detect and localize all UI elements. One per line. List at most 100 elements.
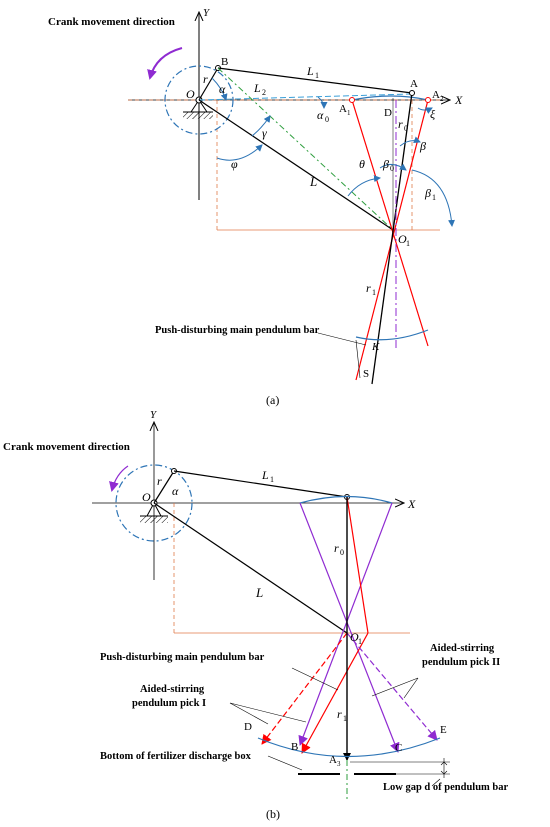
a-label-alpha0-sub: 0 <box>325 115 329 124</box>
a-label-phi: φ <box>231 157 238 171</box>
b-label-c: C <box>395 742 402 754</box>
a-angle-xi-arc <box>417 107 433 114</box>
a-label-r1: r <box>366 281 371 295</box>
a-label-l2: L <box>253 81 261 95</box>
a-angle-beta0-arc <box>379 163 407 171</box>
b-label-d: D <box>244 721 252 733</box>
b-label-r: r <box>157 474 162 488</box>
a-label-alpha: α <box>219 82 226 96</box>
a-callout-leader <box>317 332 367 346</box>
b-callout-main-leader <box>291 667 339 691</box>
a-label-l: L <box>309 174 317 189</box>
a-label-r1-sub: 1 <box>372 288 376 297</box>
b-label-r1-sub: 1 <box>343 714 347 723</box>
b-label-a3-sub: 3 <box>337 760 341 768</box>
b-label-e: E <box>440 724 447 736</box>
a-label-beta1: β <box>424 186 431 200</box>
a-label-l1: L <box>306 64 314 78</box>
b-ground-hatch <box>140 516 168 523</box>
a-ground-hatch <box>183 112 213 119</box>
b-bottom-arc <box>257 737 441 758</box>
b-label-r1: r <box>337 707 342 721</box>
b-gap-arrow-heads <box>440 761 448 775</box>
b-callout-pick1-line1: Aided-stirring <box>140 684 205 695</box>
a-label-d: D <box>384 107 392 119</box>
a-joint-a2 <box>425 97 431 103</box>
a-link-l2 <box>198 93 413 101</box>
a-label-o1-sub: 1 <box>406 239 410 248</box>
a-label-beta: β <box>419 139 426 153</box>
a-angle-gamma-arc <box>251 115 271 137</box>
b-callout-gap: Low gap d of pendulum bar <box>383 782 508 793</box>
b-label-l1-sub: 1 <box>270 475 274 484</box>
a-crank-circle <box>164 65 234 135</box>
b-label-b: B <box>291 741 298 753</box>
a-label-r: r <box>203 72 208 86</box>
a-label-k: K <box>371 341 380 353</box>
b-crank-r <box>153 470 175 504</box>
b-callout-gap-leader <box>431 778 441 787</box>
b-callout-pick1-line2: pendulum pick I <box>132 698 206 709</box>
a-angle-theta-arc <box>347 175 381 197</box>
a-label-s: S <box>363 368 369 380</box>
a-crank-rotation-arrow <box>147 47 183 80</box>
a-angle-beta1-arc <box>411 169 455 227</box>
a-link-l <box>198 99 394 231</box>
b-title: Crank movement direction <box>3 441 130 453</box>
b-callout-bottom-leader <box>267 755 303 771</box>
b-caption: (b) <box>266 807 280 821</box>
b-label-l1: L <box>261 468 269 482</box>
b-callout-main-bar: Push-disturbing main pendulum bar <box>100 652 265 663</box>
b-callout-pick1-leader-a <box>229 702 269 725</box>
b-callout-pick2-leader-b <box>403 677 419 699</box>
b-callout-pick2-leader-a <box>371 677 419 697</box>
a-label-alpha0: α <box>317 108 324 122</box>
b-callout-pick1-leader-b <box>229 702 307 723</box>
b-label-l: L <box>255 585 263 600</box>
b-purple-line-right <box>298 502 393 746</box>
b-label-o: O <box>142 490 151 504</box>
a-joint-a1 <box>349 97 355 103</box>
b-label-a3: A <box>329 754 337 766</box>
a-main-pendulum-bar <box>371 92 413 385</box>
a-label-a1: A <box>339 103 347 115</box>
panel-a: Crank movement direction Y X O B r α L 1… <box>48 7 463 407</box>
b-callout-pick2-line1: Aided-stirring <box>430 643 495 654</box>
a-label-a1-sub: 1 <box>347 109 351 117</box>
a-label-o: O <box>186 87 195 101</box>
b-label-o1-sub: 1 <box>358 637 362 646</box>
b-callout-bottom: Bottom of fertilizer discharge box <box>100 751 252 762</box>
b-red-line-top <box>346 496 369 634</box>
a-crank-r <box>198 67 219 101</box>
b-top-arc <box>299 495 393 504</box>
b-link-l1 <box>173 470 348 498</box>
a-angle-alpha0-arc <box>317 96 328 109</box>
b-axis-y-label: Y <box>150 409 158 421</box>
b-callout-pick2-line2: pendulum pick II <box>422 657 500 668</box>
a-link-l1 <box>217 67 413 94</box>
a-label-b: B <box>221 56 228 68</box>
a-label-gamma: γ <box>262 126 267 140</box>
a-axis-x-label: X <box>454 93 463 107</box>
a-label-xi: ξ <box>430 107 436 121</box>
b-axis-x-label: X <box>407 497 416 511</box>
b-label-o1: O <box>350 630 359 644</box>
a-label-a2: A <box>432 89 440 101</box>
panel-b: Crank movement direction Y X O r α L 1 r… <box>3 409 508 821</box>
a-joint-a <box>409 90 415 96</box>
b-red-line-top2 <box>330 497 347 633</box>
a-top-arc <box>351 95 429 101</box>
a-caption: (a) <box>266 393 279 407</box>
b-purple-line-left <box>299 502 400 753</box>
a-axis-y-label: Y <box>203 7 211 19</box>
a-label-r0-sub: 0 <box>404 124 408 133</box>
b-red-line-b <box>301 632 369 754</box>
a-callout-main-bar: Push-disturbing main pendulum bar <box>155 325 320 336</box>
b-purple-dashed-e <box>346 632 438 741</box>
a-green-dashdot <box>217 67 394 231</box>
a-bottom-arc <box>355 329 429 341</box>
a-label-r0: r <box>398 117 403 131</box>
a-label-theta: θ <box>359 157 365 171</box>
a-label-l1-sub: 1 <box>315 71 319 80</box>
